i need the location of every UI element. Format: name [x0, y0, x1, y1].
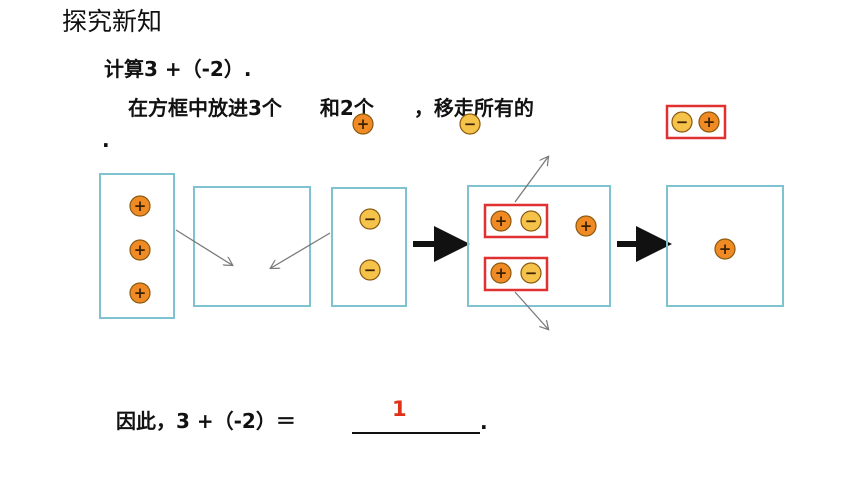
page-title: 探究新知: [62, 7, 163, 36]
minus-symbol: −: [676, 113, 689, 131]
minus-symbol: −: [525, 212, 538, 230]
remove-pair-arrow: [514, 157, 548, 203]
minus-symbol: −: [364, 210, 377, 228]
plus-symbol: +: [719, 240, 732, 258]
pair-positive-counter-icon: +: [490, 262, 512, 284]
answer-blank-line: [352, 432, 480, 434]
minus-symbol: −: [525, 264, 538, 282]
instruction-part-1: 在方框中放进3个: [128, 96, 282, 120]
remove-pair-arrow: [514, 291, 548, 329]
minus-symbol: −: [364, 261, 377, 279]
result-positive-counter-icon: +: [714, 238, 736, 260]
plus-symbol: +: [703, 113, 716, 131]
plus-symbol: +: [580, 217, 593, 235]
combined-counters-box: [467, 185, 611, 307]
inline-positive-counter-icon: +: [352, 113, 374, 135]
negative-counter-icon: −: [359, 259, 381, 281]
negative-counter-icon: −: [359, 208, 381, 230]
conclusion-period: .: [480, 410, 488, 434]
remaining-positive-counter-icon: +: [575, 215, 597, 237]
positive-counter-icon: +: [129, 195, 151, 217]
pair-positive-counter-icon: +: [490, 210, 512, 232]
inline-pair-negative-icon: −: [671, 111, 693, 133]
pair-negative-counter-icon: −: [520, 210, 542, 232]
move-positives-arrow: [175, 229, 232, 265]
plus-symbol: +: [134, 241, 147, 259]
plus-symbol: +: [495, 264, 508, 282]
positive-counters-box: [99, 173, 175, 319]
plus-symbol: +: [495, 212, 508, 230]
inline-pair-positive-icon: +: [698, 111, 720, 133]
instruction-period: .: [102, 128, 110, 152]
minus-symbol: −: [464, 115, 477, 133]
plus-symbol: +: [134, 284, 147, 302]
positive-counter-icon: +: [129, 282, 151, 304]
result-box: [666, 185, 784, 307]
negative-counters-box: [331, 187, 407, 307]
conclusion-text: 因此，3 +（-2）＝: [116, 409, 296, 433]
zero-pair-highlight-box: [483, 203, 549, 239]
inline-negative-counter-icon: −: [459, 113, 481, 135]
pair-negative-counter-icon: −: [520, 262, 542, 284]
plus-symbol: +: [134, 197, 147, 215]
plus-symbol: +: [357, 115, 370, 133]
zero-pair-highlight-box: [483, 256, 549, 292]
problem-statement: 计算3 +（-2）.: [104, 57, 252, 81]
empty-target-box: [193, 186, 311, 307]
move-negatives-arrow: [271, 232, 331, 268]
inline-pair-highlight-box: [665, 104, 727, 140]
answer-value: 1: [392, 397, 407, 421]
positive-counter-icon: +: [129, 239, 151, 261]
